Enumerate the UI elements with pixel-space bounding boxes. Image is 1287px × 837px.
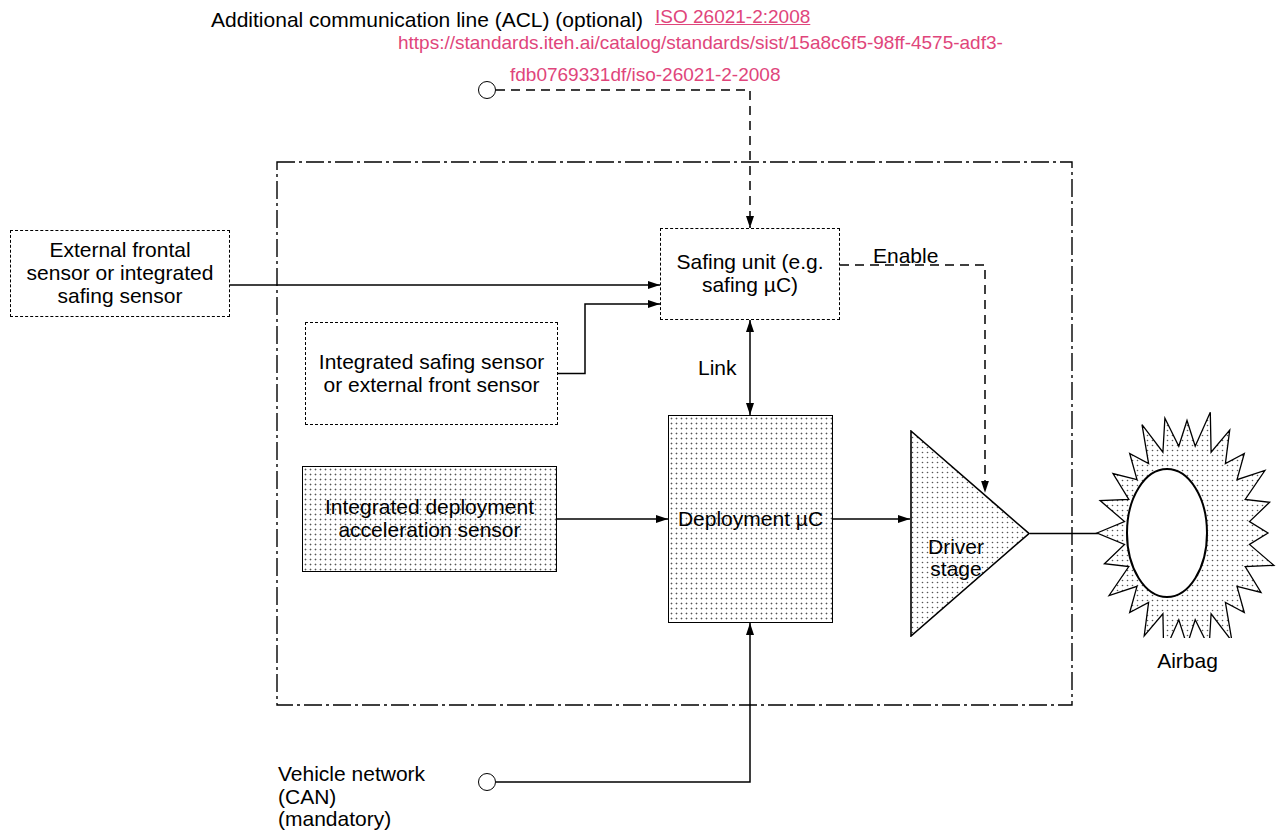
terminal-circle: Vehicle network (CAN) (mandatory) xyxy=(478,773,496,791)
edge-label: Enable xyxy=(873,244,938,267)
triangle-outline xyxy=(910,430,1030,637)
box-label: Safing unit (e.g. safing µC) xyxy=(661,247,839,300)
box-label: Integrated deployment acceleration senso… xyxy=(303,492,556,545)
airbag-outline xyxy=(1095,383,1280,638)
triangle-shape xyxy=(911,431,1029,636)
connector xyxy=(230,284,660,286)
box-label: Deployment µC xyxy=(669,504,832,535)
airbag-symbol: Airbag xyxy=(1095,383,1280,683)
terminal-label: Additional communication line (ACL) (opt… xyxy=(211,9,643,32)
sensor-box: Integrated safing sensor or external fro… xyxy=(305,322,558,425)
terminal-circle: Additional communication line (ACL) (opt… xyxy=(478,81,496,99)
node-caption: Airbag xyxy=(1095,646,1280,677)
terminal-label: Vehicle network (CAN) (mandatory) xyxy=(278,763,438,831)
connector xyxy=(833,518,910,520)
sensor-box: External frontal sensor or integrated sa… xyxy=(10,230,230,317)
box-label: Integrated safing sensor or external fro… xyxy=(306,347,557,400)
burst-shape xyxy=(1097,412,1274,638)
driver-stage-triangle: Driver stage xyxy=(910,430,1030,637)
connector xyxy=(749,320,751,415)
connector xyxy=(496,90,750,228)
watermark-text: https://standards.iteh.ai/catalog/standa… xyxy=(398,32,1003,54)
safing-unit-box: Safing unit (e.g. safing µC) xyxy=(660,228,840,320)
connector xyxy=(558,304,660,374)
watermark-text: fdb0769331df/iso-26021-2-2008 xyxy=(510,64,780,86)
connector xyxy=(1030,533,1098,535)
microcontroller-box: Deployment µC xyxy=(668,415,833,623)
box-label: External frontal sensor or integrated sa… xyxy=(11,235,229,311)
control-unit-housing xyxy=(277,162,1072,705)
box-label: Driver stage xyxy=(912,534,1000,583)
connector xyxy=(557,518,668,520)
connector xyxy=(496,623,750,782)
sensor-box: Integrated deployment acceleration senso… xyxy=(302,466,557,572)
bag-ellipse xyxy=(1127,469,1207,597)
edge-label: Link xyxy=(698,356,737,379)
watermark-text: ISO 26021-2:2008 xyxy=(655,6,810,28)
